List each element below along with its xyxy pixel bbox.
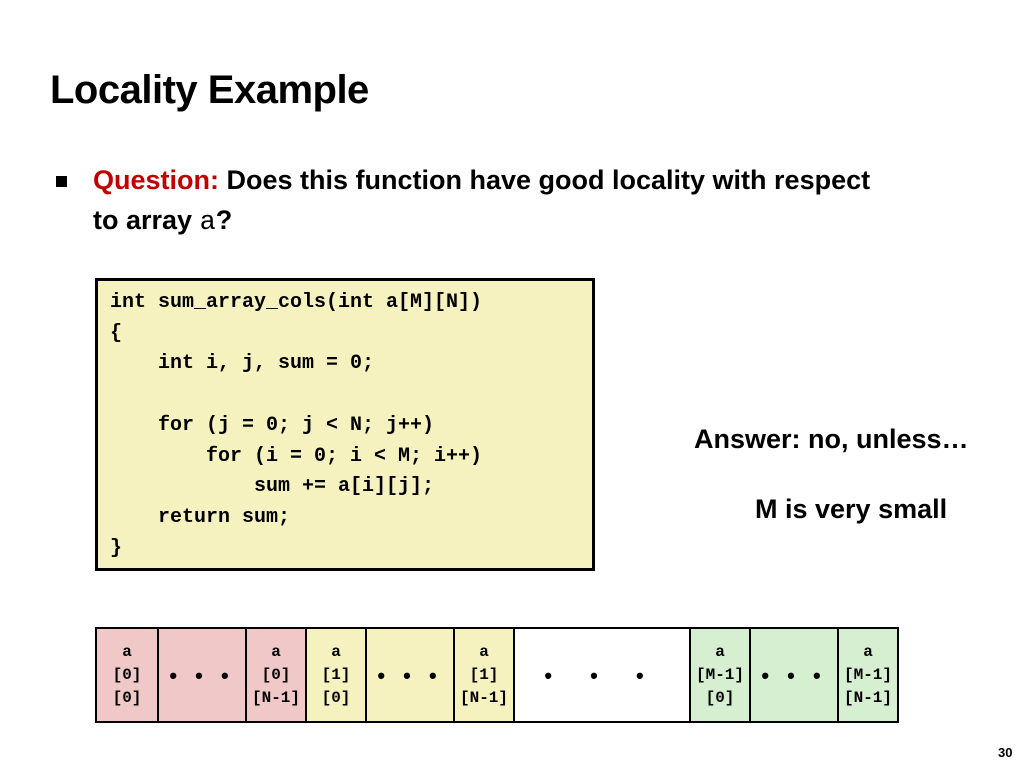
memory-cell-line: a [122, 642, 132, 661]
memory-cell-line: [N-1] [459, 688, 508, 707]
memory-cell-line: • • • [544, 662, 660, 688]
question-label: Question: [93, 165, 219, 195]
memory-ellipsis-cell: • • • [157, 629, 245, 721]
square-bullet-icon [56, 176, 67, 187]
page-number: 30 [998, 745, 1013, 760]
memory-cell-line: a [479, 642, 489, 661]
code-line: int i, j, sum = 0; [110, 352, 375, 376]
memory-layout-row: a [0] [0] • • • a [0] [N-1] a [1] [0] • • • a [1] [N-… [95, 627, 899, 723]
code-line: { [110, 321, 123, 345]
memory-cell-line: • • • [169, 662, 235, 688]
memory-cell-line: [0] [112, 688, 142, 707]
memory-cell: a [0] [N-1] [245, 629, 305, 721]
memory-cell-line: [M-1] [843, 665, 892, 684]
memory-ellipsis-cell: • • • [365, 629, 453, 721]
memory-ellipsis-cell: • • • [749, 629, 837, 721]
memory-cell-line: a [863, 642, 873, 661]
question-end: ? [215, 205, 233, 235]
answer-text: Answer: no, unless… [694, 424, 969, 454]
question-body: Does this function have good locality wi… [93, 165, 871, 235]
question-var: a [199, 208, 216, 238]
memory-cell-line: [0] [705, 688, 735, 707]
slide-title: Locality Example [50, 68, 369, 112]
memory-ellipsis-cell: • • • [513, 629, 689, 721]
answer-detail: M is very small [755, 494, 948, 524]
code-line: } [110, 536, 123, 560]
memory-cell: a [1] [0] [305, 629, 365, 721]
memory-cell-line: [0] [112, 665, 142, 684]
code-line: for (j = 0; j < N; j++) [110, 413, 435, 437]
memory-cell: a [M-1] [N-1] [837, 629, 897, 721]
memory-cell-line: [0] [261, 665, 291, 684]
memory-cell-line: [1] [321, 665, 351, 684]
memory-cell: a [0] [0] [97, 629, 157, 721]
code-line: for (i = 0; i < M; i++) [110, 444, 483, 468]
memory-cell: a [M-1] [0] [689, 629, 749, 721]
code-line: sum += a[i][j]; [110, 475, 435, 499]
code-block: int sum_array_cols(int a[M][N]) { int i,… [95, 278, 595, 571]
memory-cell-line: [M-1] [695, 665, 744, 684]
memory-cell-line: a [715, 642, 725, 661]
memory-cell-line: [N-1] [251, 688, 300, 707]
memory-cell-line: [1] [469, 665, 499, 684]
code-line: return sum; [110, 505, 291, 529]
memory-cell-line: a [271, 642, 281, 661]
memory-cell-line: • • • [377, 662, 443, 688]
code-line: int sum_array_cols(int a[M][N]) [110, 291, 483, 314]
memory-cell: a [1] [N-1] [453, 629, 513, 721]
memory-cell-line: • • • [761, 662, 827, 688]
memory-cell-line: a [331, 642, 341, 661]
memory-cell-line: [0] [321, 688, 351, 707]
memory-cell-line: [N-1] [843, 688, 892, 707]
code-text: int sum_array_cols(int a[M][N]) { int i,… [110, 288, 482, 564]
question-text: Question: Does this function have good l… [93, 160, 883, 243]
